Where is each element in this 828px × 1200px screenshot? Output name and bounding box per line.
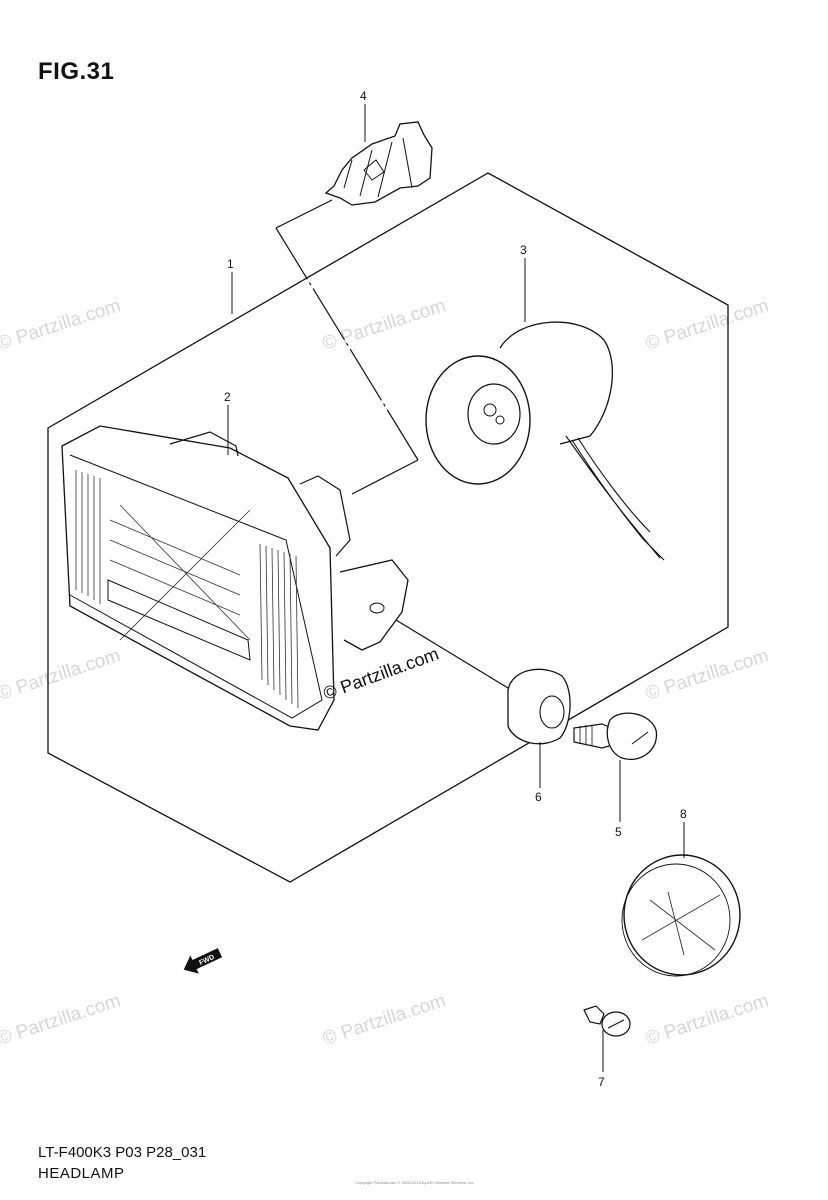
diagram-caption: HEADLAMP	[38, 1165, 125, 1182]
callout-4: 4	[360, 89, 367, 103]
watermark: © Partzilla.com	[320, 295, 448, 355]
callouts: 4 1 2 3 6 5 8 7	[224, 89, 687, 1089]
forward-arrow-label: FWD	[198, 954, 215, 967]
bolt-part-5	[573, 712, 658, 760]
headlamp-housing-part-2	[61, 425, 409, 731]
forward-arrow-icon: FWD	[183, 948, 223, 974]
watermark: © Partzilla.com	[0, 990, 123, 1050]
leader-lines	[227, 104, 685, 1072]
watermark: © Partzilla.com	[0, 645, 123, 705]
callout-2: 2	[224, 390, 231, 404]
copyright-notice: Copyright Partzilla.com © 2006-2023 by A…	[355, 1180, 475, 1185]
figure-title: FIG.31	[38, 58, 115, 85]
callout-5: 5	[615, 825, 622, 839]
callout-3: 3	[520, 243, 527, 257]
watermark-main: © Partzilla.com	[321, 643, 442, 703]
callout-6: 6	[535, 790, 542, 804]
watermark: © Partzilla.com	[643, 645, 771, 705]
bulb-part-4	[324, 121, 433, 206]
socket-part-3	[425, 321, 665, 561]
callout-7: 7	[598, 1075, 605, 1089]
watermark: © Partzilla.com	[643, 990, 771, 1050]
assembly-outline	[47, 172, 729, 883]
watermark: © Partzilla.com	[0, 295, 123, 355]
watermark: © Partzilla.com	[643, 295, 771, 355]
cap-part-8	[621, 854, 741, 977]
callout-1: 1	[227, 257, 234, 271]
callout-8: 8	[680, 807, 687, 821]
grommet-part-6	[507, 668, 571, 745]
screw-part-7	[583, 1005, 631, 1037]
watermark: © Partzilla.com	[320, 990, 448, 1050]
diagram-code: LT-F400K3 P03 P28_031	[38, 1144, 207, 1161]
